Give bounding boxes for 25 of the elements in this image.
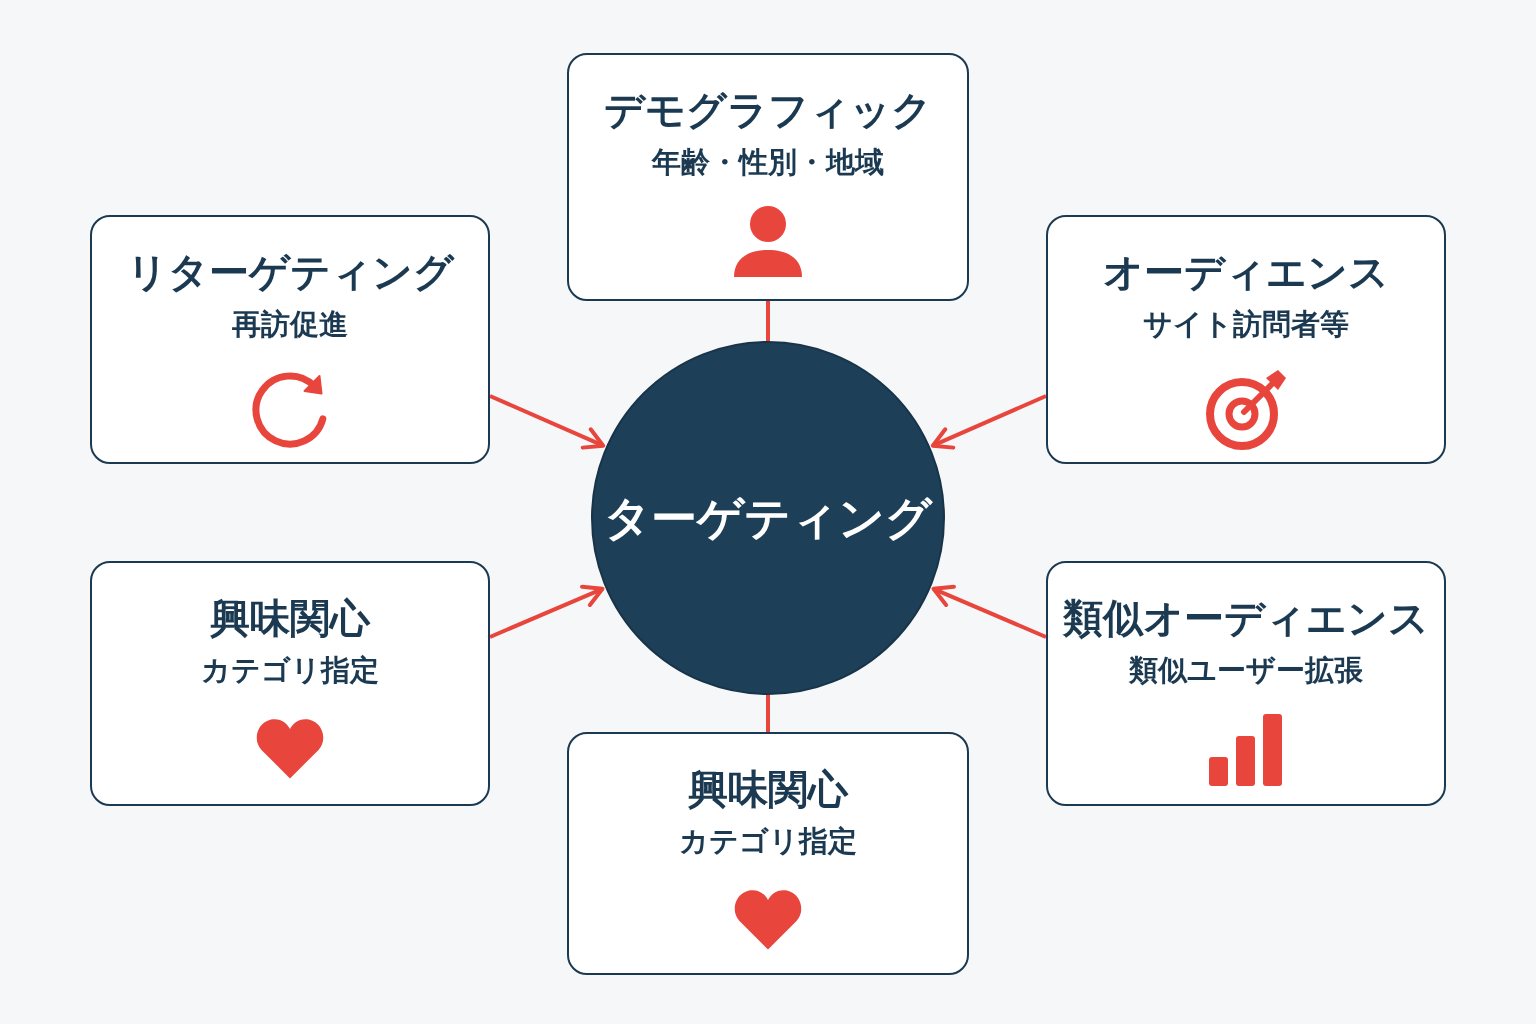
category-card bbox=[567, 53, 969, 301]
card-subtitle: 類似ユーザー拡張 bbox=[1129, 652, 1363, 688]
card-subtitle: カテゴリ指定 bbox=[679, 823, 857, 859]
arrow bbox=[489, 394, 606, 450]
card-subtitle: 再訪促進 bbox=[232, 306, 348, 342]
card-subtitle: カテゴリ指定 bbox=[201, 652, 379, 688]
category-card bbox=[90, 215, 490, 464]
card-title: 興味関心 bbox=[210, 594, 370, 642]
connector-line bbox=[766, 695, 770, 732]
category-card bbox=[90, 561, 490, 806]
card-title: 興味関心 bbox=[688, 765, 848, 813]
category-card bbox=[567, 732, 969, 975]
card-title: デモグラフィック bbox=[604, 86, 932, 134]
card-title: リターゲティング bbox=[126, 248, 454, 296]
connector-line bbox=[766, 301, 770, 341]
arrow bbox=[930, 394, 1047, 450]
arrow bbox=[931, 584, 1047, 639]
card-subtitle: サイト訪問者等 bbox=[1143, 306, 1349, 342]
card-subtitle: 年齢・性別・地域 bbox=[652, 144, 884, 180]
card-title: 類似オーディエンス bbox=[1063, 594, 1429, 642]
hub-title: ターゲティング bbox=[604, 490, 932, 546]
category-card bbox=[1046, 561, 1446, 806]
arrow bbox=[489, 584, 605, 639]
category-card bbox=[1046, 215, 1446, 464]
card-title: オーディエンス bbox=[1103, 248, 1389, 296]
